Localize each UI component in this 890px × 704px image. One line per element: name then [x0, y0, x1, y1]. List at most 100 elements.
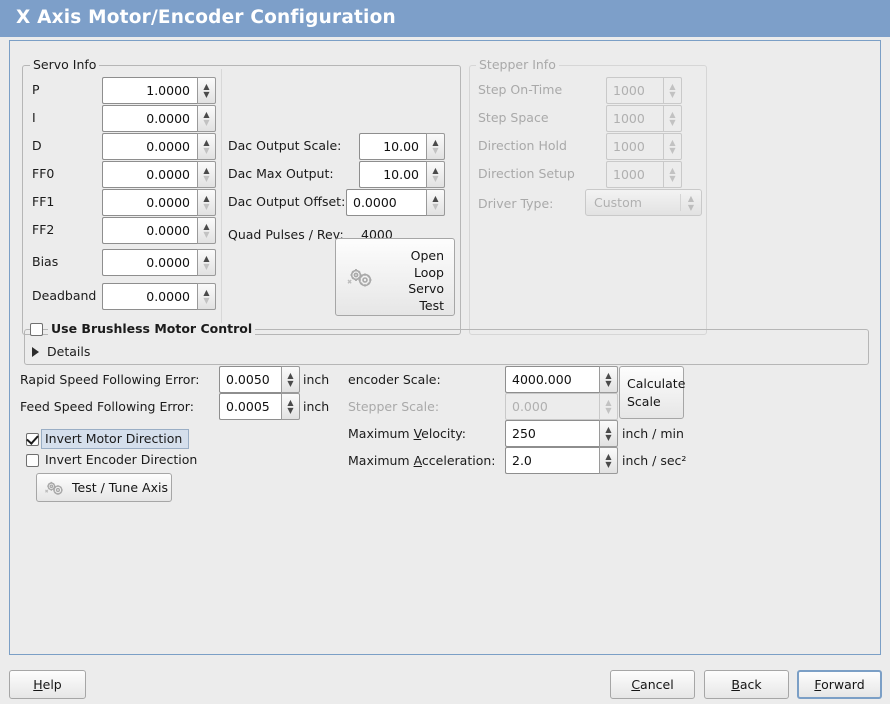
maximum-acceleration-stepper[interactable]: ▲▼ [599, 447, 618, 474]
direction-hold-spin: 1000 ▲▼ [606, 133, 682, 160]
chevron-updown-icon: ▲▼ [687, 193, 695, 212]
step-on-time-label: Step On-Time [478, 82, 563, 97]
invert-encoder-direction-checkbox[interactable] [26, 454, 39, 467]
gears-icon-small [44, 479, 66, 501]
details-expander-icon[interactable] [32, 347, 39, 357]
stepper-scale-input: 0.000 [505, 393, 599, 420]
driver-type-select: Custom ▲▼ [585, 189, 702, 216]
forward-button[interactable]: Forward [797, 670, 882, 699]
dac-output-offset-input[interactable]: 0.0000 [346, 189, 426, 216]
servo-input-ff2[interactable]: 0.0000 [102, 217, 197, 244]
encoder-scale-stepper[interactable]: ▲▼ [599, 366, 618, 393]
servo-stepper-ff2[interactable]: ▲▼ [197, 217, 216, 244]
direction-hold-label: Direction Hold [478, 138, 567, 153]
invert-encoder-direction-label[interactable]: Invert Encoder Direction [45, 452, 198, 467]
servo-label-p: P [32, 82, 40, 97]
servo-stepper-p[interactable]: ▲▼ [197, 77, 216, 104]
dac-output-offset-spin[interactable]: 0.0000 ▲▼ [346, 189, 445, 216]
encoder-scale-input[interactable]: 4000.000 [505, 366, 599, 393]
servo-input-ff1[interactable]: 0.0000 [102, 189, 197, 216]
dac-output-scale-input[interactable]: 10.00 [359, 133, 426, 160]
maximum-velocity-unit: inch / min [622, 426, 684, 441]
servo-label-d: D [32, 138, 42, 153]
direction-setup-input: 1000 [606, 161, 663, 188]
step-space-spin: 1000 ▲▼ [606, 105, 682, 132]
encoder-scale-label: encoder Scale: [348, 372, 441, 387]
feed-following-error-stepper[interactable]: ▲▼ [281, 393, 300, 420]
details-expander-label[interactable]: Details [47, 344, 91, 359]
direction-hold-input: 1000 [606, 133, 663, 160]
dac-max-output-input[interactable]: 10.00 [359, 161, 426, 188]
maximum-velocity-input[interactable]: 250 [505, 420, 599, 447]
page-title: X Axis Motor/Encoder Configuration [16, 7, 396, 28]
servo-stepper-deadband[interactable]: ▲▼ [197, 283, 216, 310]
invert-motor-direction-checkbox[interactable] [26, 433, 39, 446]
servo-spin-ff1[interactable]: 0.0000 ▲▼ [102, 189, 216, 216]
stepper-scale-label: Stepper Scale: [348, 399, 440, 414]
step-space-label: Step Space [478, 110, 549, 125]
maximum-acceleration-spin[interactable]: 2.0 ▲▼ [505, 447, 618, 474]
test-tune-axis-label: Test / Tune Axis [72, 480, 168, 495]
servo-input-deadband[interactable]: 0.0000 [102, 283, 197, 310]
servo-stepper-bias[interactable]: ▲▼ [197, 249, 216, 276]
servo-spin-d[interactable]: 0.0000 ▲▼ [102, 133, 216, 160]
step-on-time-input: 1000 [606, 77, 663, 104]
dac-max-output-spin[interactable]: 10.00 ▲▼ [359, 161, 445, 188]
rapid-following-error-stepper[interactable]: ▲▼ [281, 366, 300, 393]
servo-input-d[interactable]: 0.0000 [102, 133, 197, 160]
dac-max-output-label: Dac Max Output: [228, 166, 334, 181]
stepper-info-group-label: Stepper Info [476, 58, 559, 71]
use-brushless-checkbox[interactable] [30, 323, 43, 336]
servo-input-i[interactable]: 0.0000 [102, 105, 197, 132]
brushless-group [24, 329, 869, 365]
servo-input-ff0[interactable]: 0.0000 [102, 161, 197, 188]
servo-stepper-d[interactable]: ▲▼ [197, 133, 216, 160]
title-bar: X Axis Motor/Encoder Configuration [0, 0, 890, 37]
servo-stepper-ff1[interactable]: ▲▼ [197, 189, 216, 216]
encoder-scale-spin[interactable]: 4000.000 ▲▼ [505, 366, 618, 393]
invert-motor-direction-focus-ring [41, 429, 189, 449]
invert-motor-direction-label[interactable]: Invert Motor Direction [45, 431, 183, 446]
dac-output-offset-label: Dac Output Offset: [228, 194, 346, 209]
servo-label-bias: Bias [32, 254, 59, 269]
servo-label-i: I [32, 110, 36, 125]
cancel-button-label: Cancel [631, 677, 674, 692]
content-panel: Servo Info P I D FF0 FF1 FF2 Bias Deadba… [9, 40, 881, 655]
servo-spin-p[interactable]: 1.0000 ▲▼ [102, 77, 216, 104]
servo-spin-i[interactable]: 0.0000 ▲▼ [102, 105, 216, 132]
calculate-scale-button[interactable]: Calculate Scale [619, 366, 685, 419]
servo-spin-ff2[interactable]: 0.0000 ▲▼ [102, 217, 216, 244]
rapid-following-error-spin[interactable]: 0.0050 ▲▼ [219, 366, 300, 393]
dac-output-offset-stepper[interactable]: ▲▼ [426, 189, 445, 216]
back-button[interactable]: Back [704, 670, 789, 699]
gears-icon [346, 266, 376, 293]
maximum-velocity-stepper[interactable]: ▲▼ [599, 420, 618, 447]
servo-stepper-ff0[interactable]: ▲▼ [197, 161, 216, 188]
feed-following-error-spin[interactable]: 0.0005 ▲▼ [219, 393, 300, 420]
dac-output-scale-stepper[interactable]: ▲▼ [426, 133, 445, 160]
servo-spin-bias[interactable]: 0.0000 ▲▼ [102, 249, 216, 276]
open-loop-servo-test-button[interactable]: Open Loop Servo Test [335, 238, 455, 316]
maximum-acceleration-input[interactable]: 2.0 [505, 447, 599, 474]
cancel-button[interactable]: Cancel [610, 670, 695, 699]
servo-spin-ff0[interactable]: 0.0000 ▲▼ [102, 161, 216, 188]
step-space-input: 1000 [606, 105, 663, 132]
servo-input-p[interactable]: 1.0000 [102, 77, 197, 104]
help-button[interactable]: Help [9, 670, 86, 699]
use-brushless-label[interactable]: Use Brushless Motor Control [48, 322, 256, 335]
rapid-following-error-input[interactable]: 0.0050 [219, 366, 281, 393]
dac-max-output-stepper[interactable]: ▲▼ [426, 161, 445, 188]
servo-spin-deadband[interactable]: 0.0000 ▲▼ [102, 283, 216, 310]
servo-label-deadband: Deadband [32, 288, 97, 303]
feed-following-error-input[interactable]: 0.0005 [219, 393, 281, 420]
maximum-acceleration-label: Maximum Acceleration: [348, 453, 496, 468]
direction-setup-spin: 1000 ▲▼ [606, 161, 682, 188]
maximum-velocity-spin[interactable]: 250 ▲▼ [505, 420, 618, 447]
back-button-label: Back [731, 677, 762, 692]
servo-input-bias[interactable]: 0.0000 [102, 249, 197, 276]
test-tune-axis-button[interactable]: Test / Tune Axis [36, 473, 172, 502]
servo-stepper-i[interactable]: ▲▼ [197, 105, 216, 132]
dac-output-scale-spin[interactable]: 10.00 ▲▼ [359, 133, 445, 160]
open-loop-servo-test-label: Open Loop Servo Test [408, 248, 444, 313]
feed-following-error-label: Feed Speed Following Error: [20, 399, 194, 414]
